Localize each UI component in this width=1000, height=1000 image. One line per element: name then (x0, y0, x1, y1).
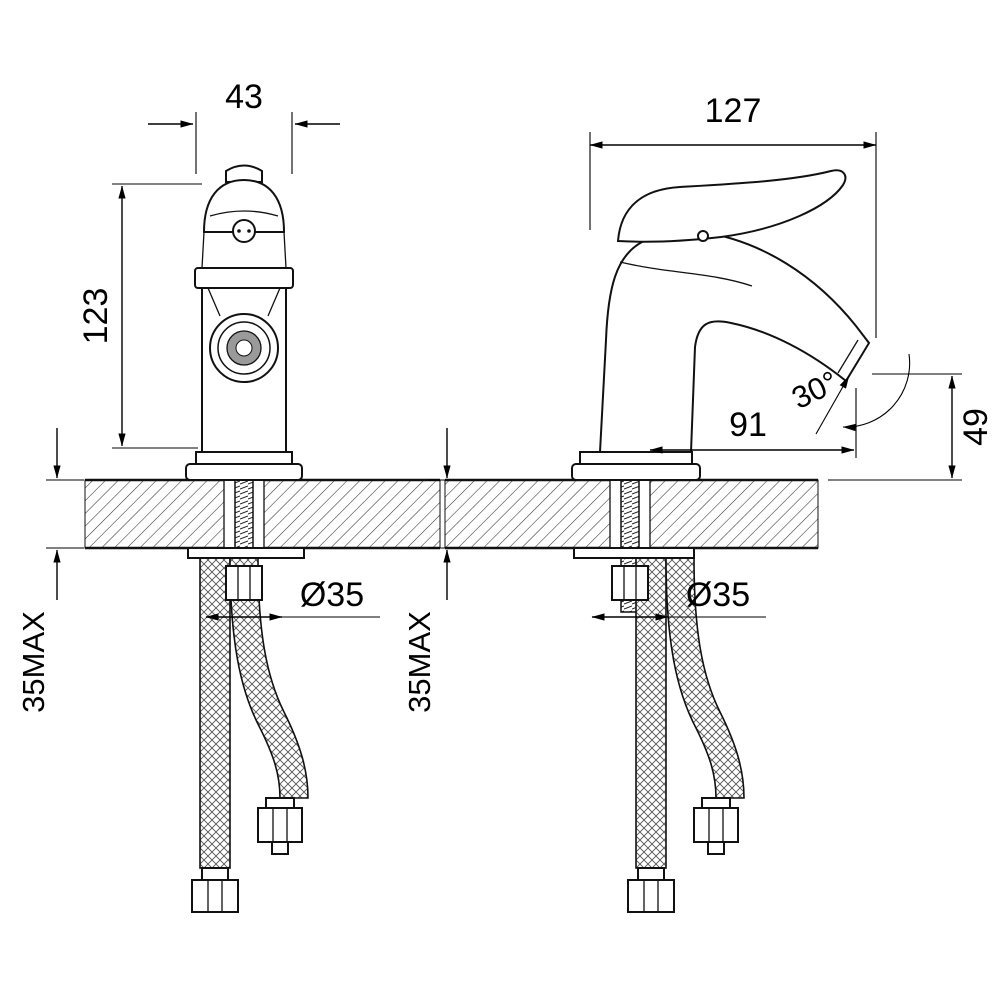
lever-handle-side (616, 169, 847, 243)
dim-label-front-mount-thickness: 35MAX (16, 611, 51, 713)
hose-collar-side-2 (701, 797, 731, 809)
hose-collar-front-2 (265, 797, 295, 809)
hose-collar-side-1 (637, 867, 665, 881)
dim-label-side-mount-thickness: 35MAX (402, 611, 437, 713)
body-spout-side (598, 229, 871, 453)
neck-front (201, 231, 287, 269)
body-contour-side (619, 261, 753, 287)
faucet-side-view (571, 169, 871, 481)
button-dot (247, 229, 251, 233)
handle-cap-front (225, 164, 263, 183)
base-plate-front (185, 463, 303, 481)
base-side (579, 451, 693, 465)
dim-label-side-hole: Ø35 (686, 576, 750, 614)
hose-hex-nut-front-1 (191, 879, 239, 913)
supply-hoses-side (627, 557, 745, 913)
hose-hex-nut-side-2 (693, 807, 739, 843)
body-contour-front (207, 287, 281, 317)
aerator-ring-front (217, 321, 271, 375)
angle-arc (842, 353, 911, 432)
hose-hex-nut-side-1 (627, 879, 675, 913)
hose-tube-end-front (271, 841, 289, 855)
bell-contour-front (209, 210, 279, 217)
dim-label-side-reach: 91 (729, 406, 767, 444)
hose-tube-end-side (707, 841, 725, 855)
dim-label-front-hole: Ø35 (300, 576, 364, 614)
base-front (195, 451, 293, 465)
hose-hex-nut-front-2 (257, 807, 303, 843)
mounting-washer-side (573, 547, 695, 559)
handle-bell-front (202, 178, 286, 233)
countertop-section-front (84, 478, 441, 550)
mounting-washer-front (187, 547, 305, 559)
angle-leader-line (815, 375, 850, 435)
collar-front (194, 267, 294, 289)
dim-label-spout-height: 49 (957, 408, 995, 446)
button-dot (237, 229, 241, 233)
dim-label-side-length: 127 (705, 92, 762, 130)
dim-label-front-width: 43 (225, 78, 263, 116)
supply-hose-straight-front (199, 557, 231, 869)
handle-screw (697, 230, 709, 242)
supply-hose-curved-side (665, 557, 745, 799)
supply-hoses-front (191, 557, 309, 913)
lock-nut-front (225, 565, 263, 601)
spout-tip-line (837, 339, 859, 374)
dimensions-front-view: 43 123 35MAX Ø35 (16, 78, 380, 713)
hose-collar-front-1 (201, 867, 229, 881)
dim-label-front-height: 123 (77, 288, 115, 345)
aerator-center-front (235, 339, 253, 357)
lock-nut-side (611, 565, 649, 601)
faucet-front-view (185, 164, 303, 481)
supply-hose-straight-side (635, 557, 667, 869)
handle-button-front (232, 219, 256, 243)
base-plate-side (571, 463, 701, 481)
